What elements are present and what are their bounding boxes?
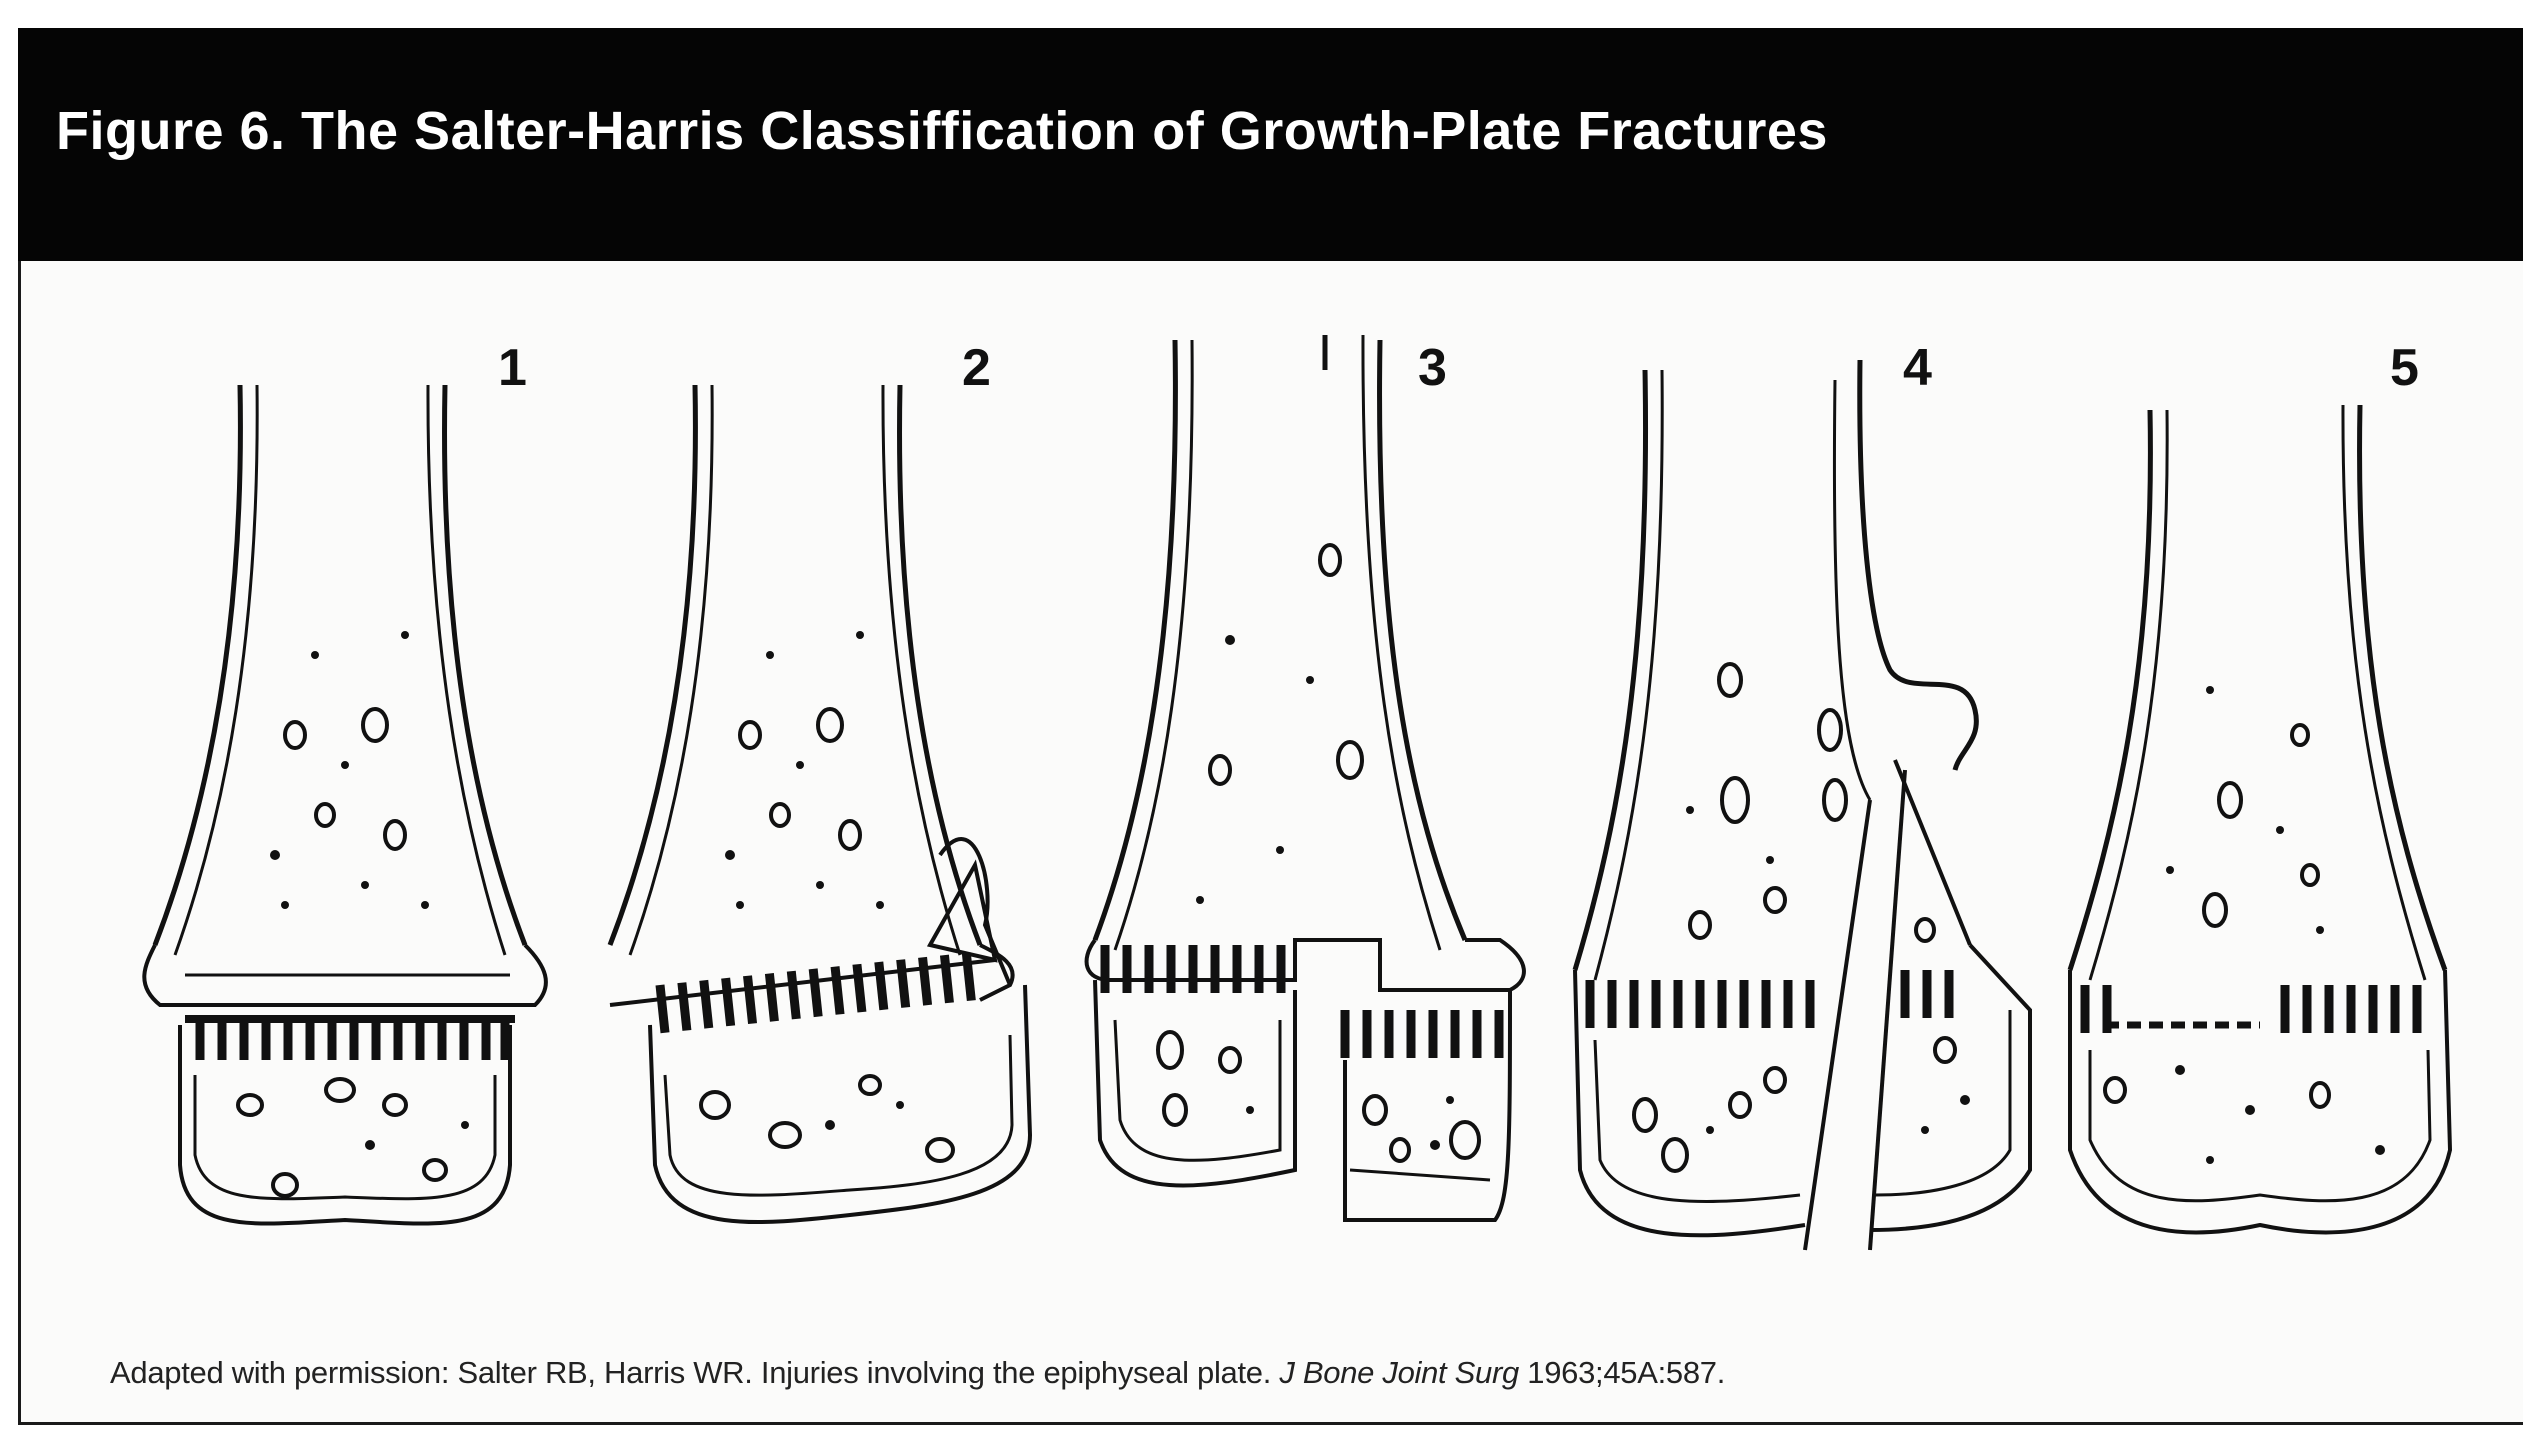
panel-2-bone bbox=[610, 385, 1030, 1222]
caption-journal: J Bone Joint Surg bbox=[1279, 1355, 1519, 1390]
panel-label-3: 3 bbox=[1418, 339, 1447, 397]
panel-label-5: 5 bbox=[2390, 339, 2419, 397]
panel-label-2: 2 bbox=[962, 339, 991, 397]
panel-5-bone bbox=[2070, 405, 2450, 1232]
caption-citation: Adapted with permission: Salter RB, Harr… bbox=[110, 1355, 1279, 1390]
panel-label-4: 4 bbox=[1903, 339, 1932, 397]
figure-caption: Adapted with permission: Salter RB, Harr… bbox=[110, 1355, 1725, 1391]
caption-volume: 1963;45A:587. bbox=[1519, 1355, 1725, 1390]
panel-4-bone bbox=[1575, 360, 2030, 1250]
panel-3-bone bbox=[1087, 335, 1524, 1220]
panel-label-1: 1 bbox=[498, 339, 527, 397]
panel-1-bone bbox=[144, 385, 546, 1224]
